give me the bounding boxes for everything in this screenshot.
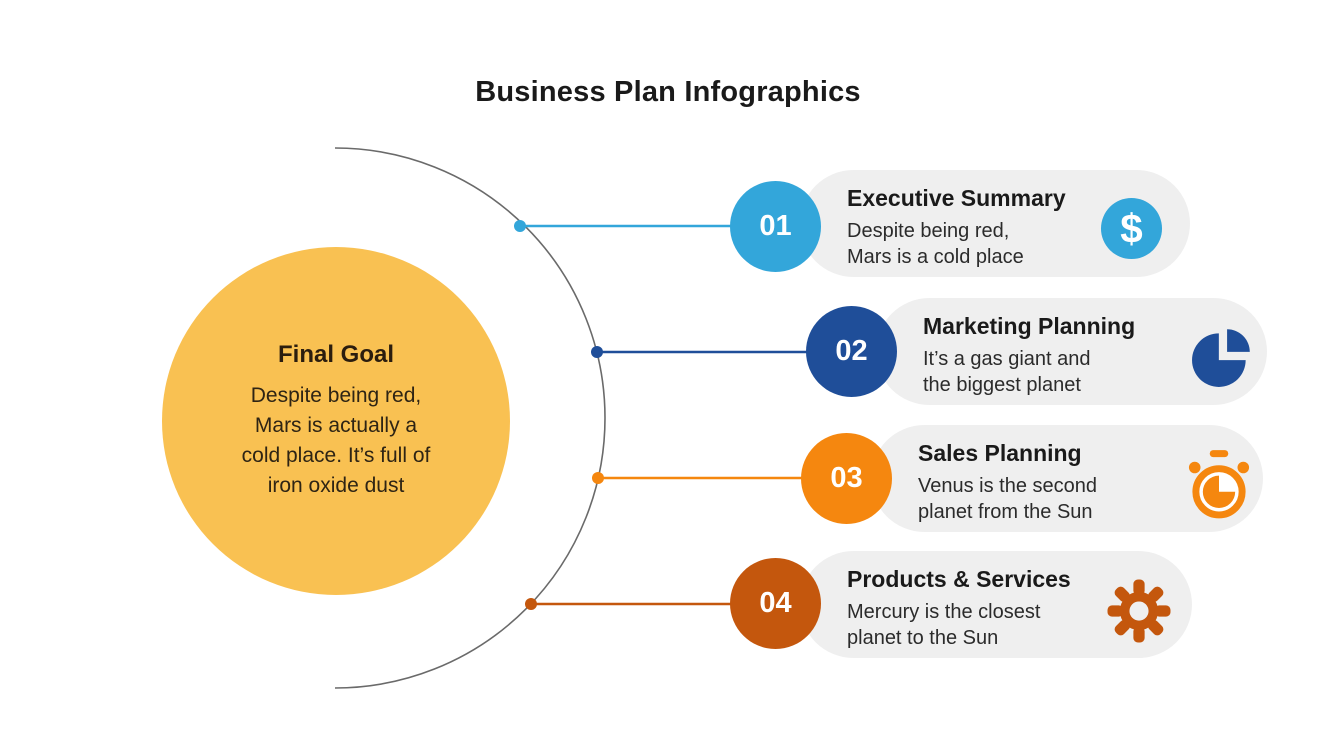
step-number: 03	[830, 462, 863, 494]
step-title: Sales Planning	[918, 440, 1082, 466]
step-desc-line: Venus is the second	[918, 475, 1098, 497]
step-text-04: Products & Services Mercury is the close…	[847, 564, 1106, 651]
step-title: Products & Services	[847, 566, 1071, 592]
step-desc-line: Mars is a cold place	[847, 246, 1024, 268]
goal-desc-line: iron oxide dust	[267, 474, 405, 497]
step-number-badge-02: 02	[806, 306, 897, 397]
final-goal-circle: Final Goal Despite being red, Mars is ac…	[162, 247, 510, 595]
step-number-badge-01: 01	[730, 181, 821, 272]
step-card-04: Products & Services Mercury is the close…	[800, 551, 1192, 658]
goal-desc-line: Despite being red,	[250, 384, 422, 407]
step-card-02: Marketing Planning It’s a gas giant and …	[876, 298, 1267, 405]
step-desc-line: It’s a gas giant and	[923, 348, 1091, 370]
step-card-01: Executive Summary Despite being red, Mar…	[800, 170, 1190, 277]
step-card-03: Sales Planning Venus is the second plane…	[871, 425, 1263, 532]
connector-dot-3	[592, 472, 604, 484]
step-desc-line: Despite being red,	[847, 220, 1010, 242]
goal-desc-line: Mars is actually a	[254, 414, 418, 437]
gear-icon	[1103, 575, 1175, 647]
svg-text:$: $	[1120, 205, 1142, 251]
step-desc-line: planet from the Sun	[918, 501, 1093, 523]
pie-chart-icon	[1191, 322, 1257, 388]
step-text-03: Sales Planning Venus is the second plane…	[918, 438, 1177, 525]
goal-desc-line: cold place. It’s full of	[241, 444, 431, 467]
semicircle-arc	[334, 147, 606, 689]
stopwatch-icon	[1182, 449, 1256, 523]
dollar-icon: $	[1100, 197, 1163, 260]
connector-dot-4	[525, 598, 537, 610]
connector-dot-2	[591, 346, 603, 358]
step-desc-line: the biggest planet	[923, 374, 1081, 396]
step-text-02: Marketing Planning It’s a gas giant and …	[923, 311, 1181, 398]
step-text-01: Executive Summary Despite being red, Mar…	[847, 183, 1104, 270]
step-number-badge-03: 03	[801, 433, 892, 524]
step-description: Venus is the second planet from the Sun	[918, 473, 1177, 525]
final-goal-title: Final Goal	[277, 341, 394, 368]
connector-dot-1	[514, 220, 526, 232]
step-desc-line: Mercury is the closest	[847, 601, 1041, 623]
step-desc-line: planet to the Sun	[847, 627, 999, 649]
step-number: 01	[759, 210, 792, 242]
step-title: Executive Summary	[847, 185, 1066, 211]
final-goal-description: Despite being red, Mars is actually a co…	[242, 381, 431, 501]
step-number: 02	[835, 335, 868, 367]
page-title: Business Plan Infographics	[475, 76, 861, 108]
step-number: 04	[759, 587, 792, 619]
step-description: It’s a gas giant and the biggest planet	[923, 346, 1181, 398]
step-number-badge-04: 04	[730, 558, 821, 649]
step-title: Marketing Planning	[923, 313, 1136, 339]
step-description: Despite being red, Mars is a cold place	[847, 218, 1104, 270]
step-description: Mercury is the closest planet to the Sun	[847, 599, 1106, 651]
